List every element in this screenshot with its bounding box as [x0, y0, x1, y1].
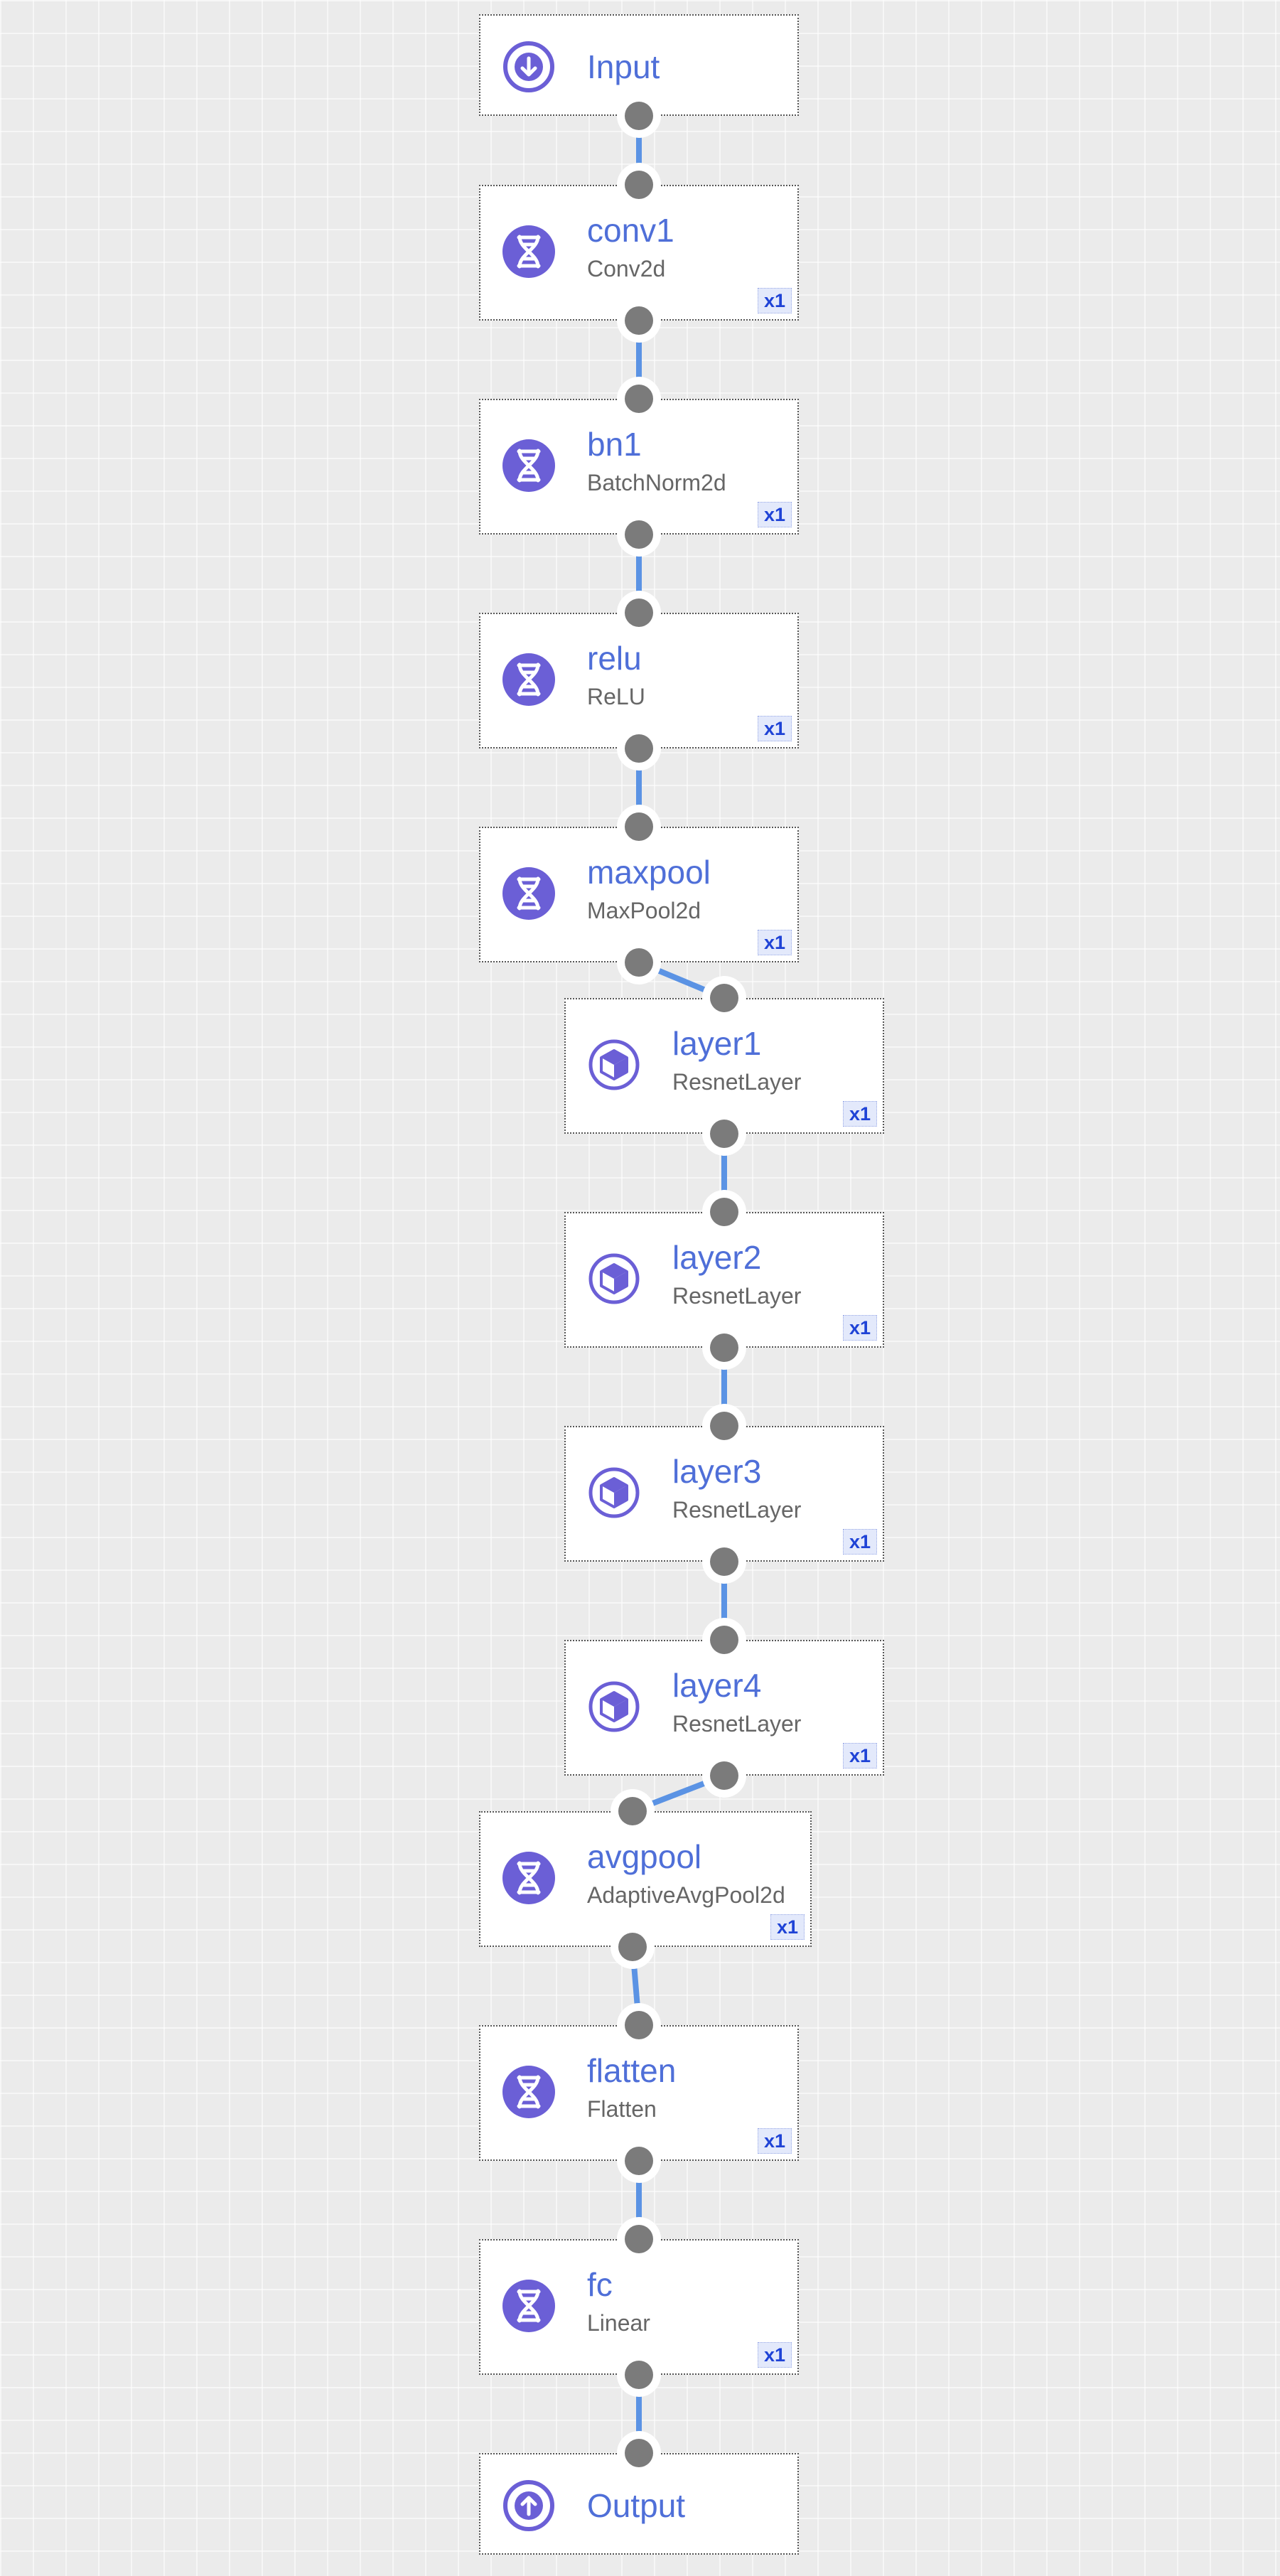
repeat-count-badge: x1	[757, 502, 792, 527]
node-name: conv1	[587, 212, 674, 249]
node-type: ResnetLayer	[672, 1283, 802, 1309]
output-port[interactable]	[625, 102, 653, 130]
output-port[interactable]	[710, 1120, 738, 1148]
node-type: ResnetLayer	[672, 1069, 802, 1095]
output-port[interactable]	[625, 520, 653, 549]
input-port[interactable]	[625, 171, 653, 199]
output-port[interactable]	[625, 948, 653, 977]
output-port[interactable]	[710, 1547, 738, 1576]
node-name: relu	[587, 640, 642, 677]
repeat-count-badge: x1	[842, 1743, 877, 1769]
input-port[interactable]	[625, 812, 653, 841]
repeat-count-badge: x1	[757, 288, 792, 313]
node-name: bn1	[587, 426, 642, 463]
repeat-count-badge: x1	[842, 1101, 877, 1127]
input-port[interactable]	[625, 385, 653, 413]
repeat-count-badge: x1	[842, 1529, 877, 1555]
dna-icon	[502, 439, 556, 493]
repeat-count-badge: x1	[757, 2342, 792, 2368]
node-name: fc	[587, 2266, 613, 2303]
node-name: Output	[587, 2486, 686, 2524]
repeat-count-badge: x1	[842, 1315, 877, 1341]
node-type: BatchNorm2d	[587, 470, 726, 495]
dna-icon	[502, 866, 556, 921]
dna-icon	[502, 653, 556, 707]
input-port[interactable]	[710, 1626, 738, 1654]
output-port[interactable]	[625, 2147, 653, 2175]
dna-icon	[502, 1851, 556, 1905]
node-type: Linear	[587, 2310, 650, 2336]
node-name: layer3	[672, 1453, 762, 1490]
input-port[interactable]	[625, 2439, 653, 2467]
output-port[interactable]	[710, 1761, 738, 1790]
node-type: ResnetLayer	[672, 1497, 802, 1523]
output-port[interactable]	[710, 1333, 738, 1362]
input-port[interactable]	[710, 1198, 738, 1226]
node-output[interactable]: Output	[479, 2453, 799, 2555]
node-type: ResnetLayer	[672, 1711, 802, 1737]
arrow-up-circle-icon	[502, 2479, 556, 2533]
cube-icon	[587, 1680, 641, 1734]
cube-icon	[587, 1252, 641, 1306]
node-type: AdaptiveAvgPool2d	[587, 1882, 785, 1908]
input-port[interactable]	[710, 1412, 738, 1440]
arrow-down-circle-icon	[502, 40, 556, 94]
node-type: MaxPool2d	[587, 898, 701, 923]
node-name: layer1	[672, 1025, 762, 1062]
cube-icon	[587, 1038, 641, 1092]
node-name: layer4	[672, 1667, 762, 1704]
input-port[interactable]	[618, 1797, 647, 1825]
input-port[interactable]	[710, 984, 738, 1012]
node-name: Input	[587, 48, 660, 85]
dna-icon	[502, 225, 556, 279]
node-type: ReLU	[587, 684, 645, 709]
node-name: maxpool	[587, 854, 711, 891]
output-port[interactable]	[625, 734, 653, 763]
node-type: Conv2d	[587, 256, 666, 281]
input-port[interactable]	[625, 2225, 653, 2253]
cube-icon	[587, 1466, 641, 1520]
input-port[interactable]	[625, 2011, 653, 2039]
node-name: flatten	[587, 2052, 677, 2089]
repeat-count-badge: x1	[757, 930, 792, 955]
node-input[interactable]: Input	[479, 14, 799, 116]
repeat-count-badge: x1	[770, 1914, 805, 1940]
repeat-count-badge: x1	[757, 2128, 792, 2154]
node-name: avgpool	[587, 1838, 702, 1875]
input-port[interactable]	[625, 599, 653, 627]
repeat-count-badge: x1	[757, 716, 792, 741]
dna-icon	[502, 2065, 556, 2119]
node-name: layer2	[672, 1239, 762, 1276]
dna-icon	[502, 2279, 556, 2333]
output-port[interactable]	[625, 2361, 653, 2389]
output-port[interactable]	[618, 1933, 647, 1961]
node-type: Flatten	[587, 2096, 657, 2122]
output-port[interactable]	[625, 306, 653, 335]
